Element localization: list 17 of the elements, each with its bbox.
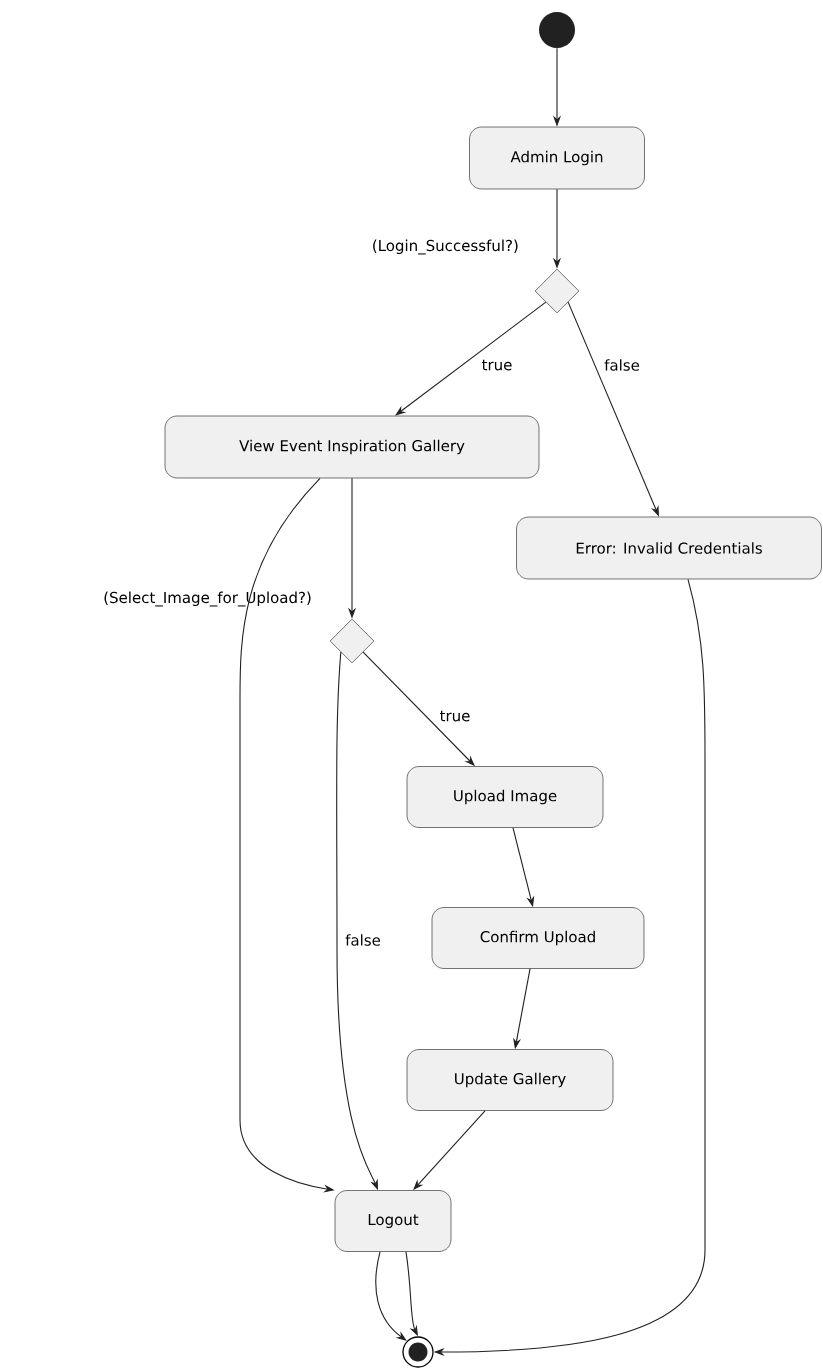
action-box: Confirm Upload bbox=[431, 907, 645, 969]
end-circle bbox=[402, 1336, 434, 1368]
action-box: Logout bbox=[334, 1190, 452, 1252]
edge-label: true bbox=[480, 358, 514, 372]
edge-label: false bbox=[603, 358, 641, 372]
edge-label: true bbox=[438, 709, 472, 723]
action-box: Upload Image bbox=[406, 766, 604, 828]
action-box: Update Gallery bbox=[406, 1049, 614, 1111]
condition-label: (Login_Successful?) bbox=[373, 239, 518, 255]
arrow bbox=[395, 301, 547, 416]
arrow bbox=[375, 1251, 407, 1341]
start-circle bbox=[539, 12, 575, 48]
action-box: Admin Login bbox=[469, 126, 645, 190]
condition-label: (Select_Image_for_Upload?) bbox=[104, 591, 311, 607]
action-box: Error: Invalid Credentials bbox=[516, 516, 822, 580]
edge-label: false bbox=[344, 933, 382, 947]
action-box: View Event Inspiration Gallery bbox=[164, 415, 540, 479]
